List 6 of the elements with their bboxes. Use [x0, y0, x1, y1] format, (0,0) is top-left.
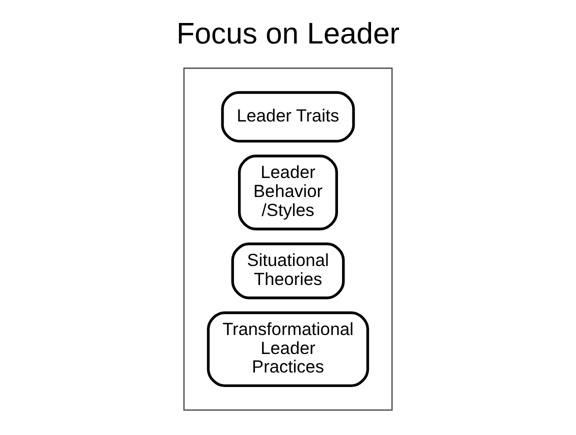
- node-box: Leader Traits: [221, 91, 355, 143]
- node-box: Situational Theories: [231, 242, 345, 300]
- diagram-title: Focus on Leader: [176, 17, 400, 50]
- cluster: [183, 68, 393, 411]
- node-box: Transformational Leader Practices: [206, 311, 370, 388]
- node-box: Leader Behavior /Styles: [238, 154, 338, 230]
